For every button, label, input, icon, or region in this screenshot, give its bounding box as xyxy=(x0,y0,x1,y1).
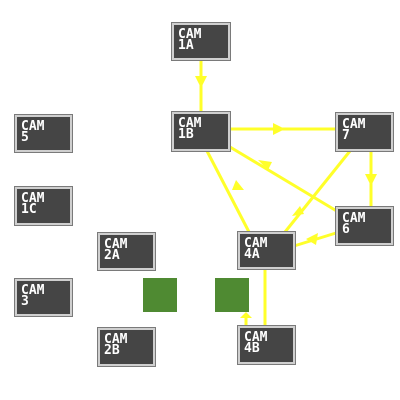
cam-4a-label-line2: 4A xyxy=(244,247,260,262)
cam-4b-button[interactable]: CAM 4B xyxy=(237,325,296,365)
arrow-7-4a xyxy=(292,206,304,216)
room-block-right xyxy=(215,278,249,312)
cam-2b-label-line1: CAM xyxy=(104,332,128,347)
cam-4b-label-line1: CAM xyxy=(244,330,268,345)
cam-1a-label-line2: 1A xyxy=(178,38,194,53)
cam-4a-button[interactable]: CAM 4A xyxy=(237,231,296,270)
arrow-room-4b xyxy=(240,312,252,318)
cam-1b-label-line1: CAM xyxy=(178,116,202,131)
cam-2b-button[interactable]: CAM 2B xyxy=(97,327,156,367)
arrow-7-6 xyxy=(365,174,377,186)
cam-1c-label-line2: 1C xyxy=(21,202,37,217)
cam-1a-button[interactable]: CAM 1A xyxy=(171,22,231,61)
link-1b-4a xyxy=(205,149,251,234)
cam-1a-label-line1: CAM xyxy=(178,27,202,42)
cam-1c-button[interactable]: CAM 1C xyxy=(14,186,73,226)
cam-3-label-line2: 3 xyxy=(21,294,29,309)
cam-5-label-line1: CAM xyxy=(21,119,45,134)
link-7-4a xyxy=(283,149,352,234)
cam-7-button[interactable]: CAM 7 xyxy=(335,112,394,152)
cam-6-label-line2: 6 xyxy=(342,222,350,237)
arrow-right-1b xyxy=(273,123,285,135)
cam-4b-label-line2: 4B xyxy=(244,341,260,356)
cam-1b-button[interactable]: CAM 1B xyxy=(171,111,231,152)
cam-5-label-line2: 5 xyxy=(21,130,29,145)
room-block-left xyxy=(143,278,177,312)
cam-2b-label-line2: 2B xyxy=(104,343,120,358)
arrow-down-1a xyxy=(195,76,207,88)
cam-4a-label-line1: CAM xyxy=(244,236,268,251)
cam-2a-label-line1: CAM xyxy=(104,237,128,252)
cam-3-label-line1: CAM xyxy=(21,283,45,298)
cam-2a-button[interactable]: CAM 2A xyxy=(97,232,156,271)
arrow-1b-4a xyxy=(232,180,244,190)
cam-7-label-line1: CAM xyxy=(342,117,366,132)
arrow-6-4a xyxy=(306,233,318,245)
cam-2a-label-line2: 2A xyxy=(104,248,120,263)
link-1b-6 xyxy=(228,145,342,215)
cam-6-button[interactable]: CAM 6 xyxy=(335,206,394,246)
cam-1c-label-line1: CAM xyxy=(21,191,45,206)
cam-6-label-line1: CAM xyxy=(342,211,366,226)
cam-1b-label-line2: 1B xyxy=(178,127,194,142)
arrow-1b-6 xyxy=(258,160,272,170)
cam-5-button[interactable]: CAM 5 xyxy=(14,114,73,153)
cam-7-label-line2: 7 xyxy=(342,128,350,143)
cam-3-button[interactable]: CAM 3 xyxy=(14,278,73,317)
